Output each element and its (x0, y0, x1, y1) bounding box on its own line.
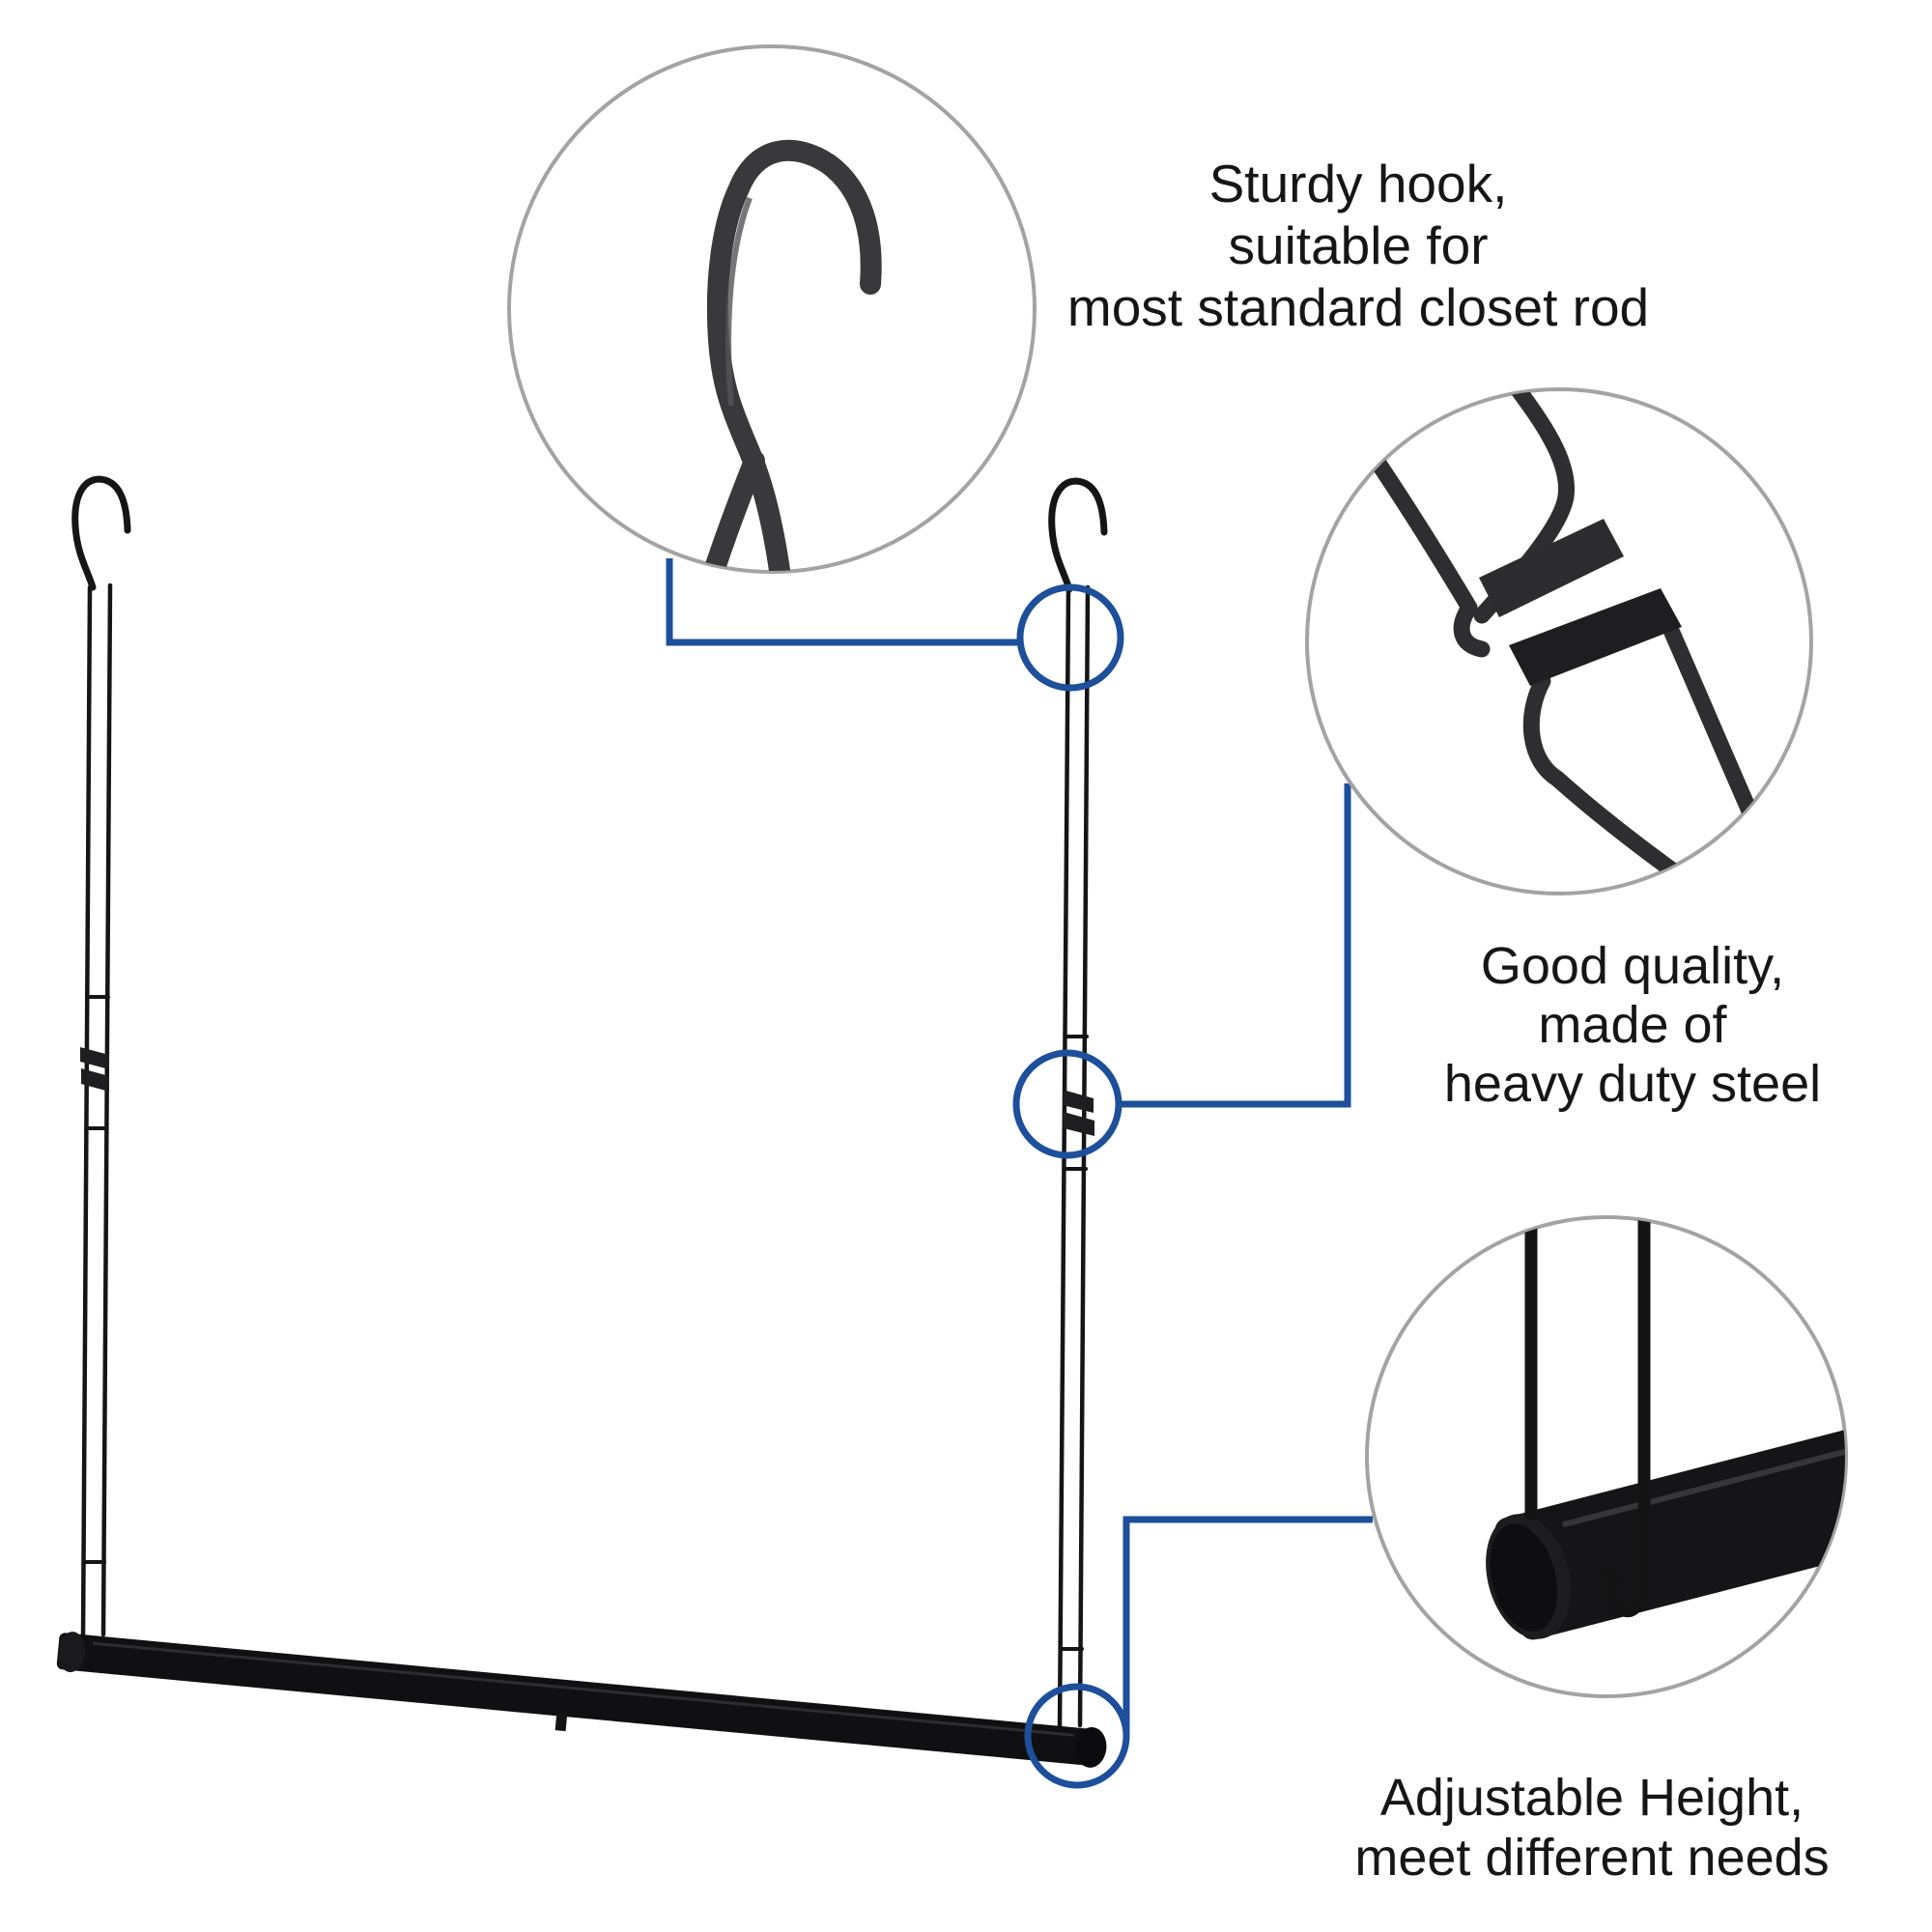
joint-upper-clip (1479, 519, 1624, 617)
feature-text-height: Adjustable Height, meet different needs (1354, 1768, 1829, 1888)
left-hook (71, 475, 131, 591)
hanging-rod (56, 1632, 1107, 1768)
connector-line-hook (666, 558, 1018, 646)
right-wire-strand (1077, 584, 1091, 1728)
rod-center-tab (554, 1714, 568, 1732)
detail-hook-content (700, 139, 882, 571)
pointer-circle-hook (1016, 583, 1124, 692)
feature-line: meet different needs (1354, 1829, 1830, 1887)
pointer-circle-joint (1012, 1049, 1122, 1159)
left-wire-strand (80, 584, 93, 1641)
right-hanger-wire (1048, 477, 1108, 1732)
connector-line-rod-end (1122, 1516, 1373, 1733)
feature-line: most standard closet rod (1066, 277, 1650, 337)
rod-left-cap (57, 1632, 86, 1673)
connector-line-joint (1121, 783, 1351, 1108)
detail-wire-right-ubend (1604, 1218, 1651, 1618)
left-wire-latch (80, 1047, 109, 1092)
detail-circle-hook (507, 44, 1037, 574)
right-wire-strand (1057, 586, 1071, 1732)
feature-line: made of (1538, 996, 1727, 1054)
joint-lower-clip (1509, 588, 1682, 686)
detail-rod-end-content (1486, 1218, 1845, 1640)
feature-line: Sturdy hook, (1208, 154, 1508, 213)
right-hook (1048, 477, 1108, 593)
right-wire-latch (1063, 1090, 1094, 1136)
feature-line: Good quality, (1480, 937, 1785, 995)
left-hanger-wire (71, 475, 131, 1641)
pointer-circle-rod-end (1024, 1683, 1130, 1789)
feature-text-steel: Good quality, made of heavy duty steel (1444, 937, 1821, 1114)
rod-right-cap (1075, 1726, 1107, 1768)
feature-line: suitable for (1228, 215, 1489, 275)
feature-line: heavy duty steel (1443, 1055, 1822, 1113)
left-wire-strand (100, 582, 113, 1637)
feature-text-hook: Sturdy hook, suitable for most standard … (1067, 153, 1649, 338)
feature-line: Adjustable Height, (1379, 1769, 1804, 1827)
